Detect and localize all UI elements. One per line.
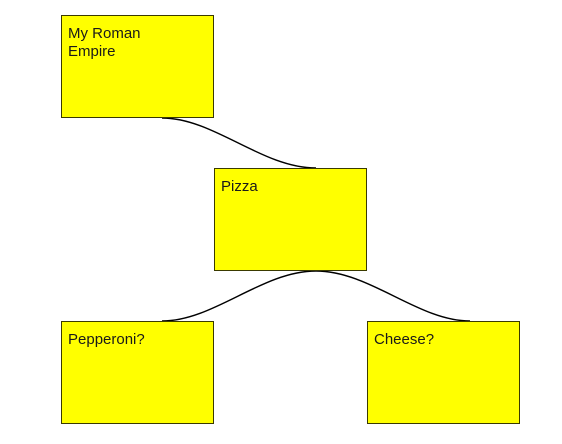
mindmap-node-pepperoni[interactable]: Pepperoni? [61, 321, 214, 424]
node-label: Cheese? [374, 331, 435, 348]
connector-root-to-pizza [161, 117, 317, 169]
connector-pizza-to-pepperoni [161, 270, 317, 322]
mindmap-node-my-roman-empire[interactable]: My Roman Empire [61, 15, 214, 118]
mindmap-node-cheese[interactable]: Cheese? [367, 321, 520, 424]
node-label: Pepperoni? [68, 331, 145, 348]
node-label: My Roman Empire [68, 25, 141, 60]
connector-pizza-to-cheese [315, 270, 471, 322]
mindmap-node-pizza[interactable]: Pizza [214, 168, 367, 271]
node-label: Pizza [221, 178, 258, 195]
